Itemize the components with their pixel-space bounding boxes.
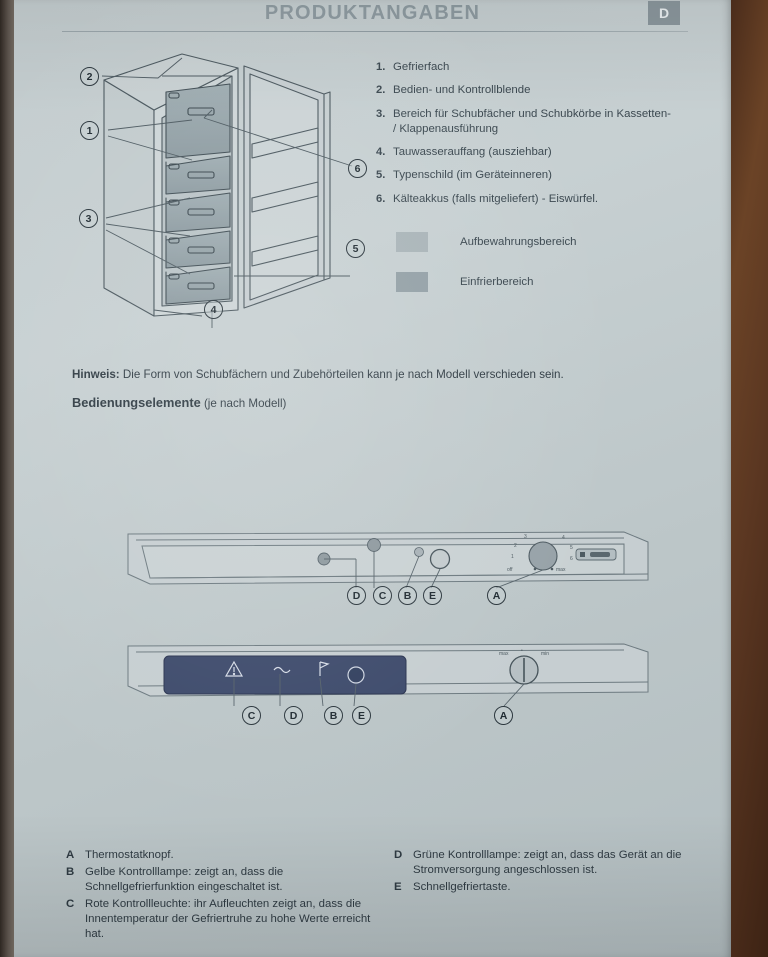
table-surface-right: [731, 0, 768, 957]
parts-list-number: 5.: [376, 169, 386, 182]
key-legend-item: C Rote Kontrollleuchte: ihr Aufleuchten …: [66, 897, 386, 942]
svg-text:3: 3: [524, 534, 527, 540]
svg-text:1: 1: [511, 554, 514, 560]
key-legend-item: B Gelbe Kontrolllampe: zeigt an, dass di…: [66, 865, 386, 895]
parts-list-text: Gefrierfach: [393, 61, 450, 73]
parts-list-number: 6.: [376, 192, 386, 205]
callout-5: 5: [346, 239, 365, 258]
freezing-zone-swatch: [396, 272, 428, 292]
key-description: Rote Kontrollleuchte: ihr Aufleuchten ze…: [85, 898, 371, 941]
key-legend-right: D Grüne Kontrolllampe: zeigt an, dass da…: [394, 848, 714, 897]
callout-3: 3: [79, 209, 98, 228]
svg-text:5: 5: [570, 545, 573, 551]
parts-list-item: 2. Bedien- und Kontrollblende: [376, 83, 676, 98]
parts-list-item: 1. Gefrierfach: [376, 60, 676, 75]
key-description: Schnellgefriertaste.: [413, 881, 511, 894]
panel-two-label-A: A: [494, 706, 513, 725]
hint-line: Hinweis: Die Form von Schubfächern und Z…: [72, 368, 564, 381]
key-legend-item: D Grüne Kontrolllampe: zeigt an, dass da…: [394, 848, 714, 878]
parts-list-item: 6. Kälteakkus (falls mitgeliefert) - Eis…: [376, 192, 676, 207]
callout-4: 4: [204, 300, 223, 319]
svg-text:2: 2: [514, 543, 517, 549]
parts-list-number: 3.: [376, 107, 386, 120]
key-legend-left: A Thermostatknopf. B Gelbe Kontrolllampe…: [66, 848, 386, 944]
key-letter: A: [66, 849, 75, 861]
parts-list-number: 2.: [376, 84, 386, 97]
zone-legend: Aufbewahrungsbereich Einfrierbereich: [396, 232, 577, 312]
parts-list-text: Tauwasserauffang (ausziehbar): [393, 146, 552, 159]
callout-1: 1: [80, 121, 99, 140]
key-description: Gelbe Kontrolllampe: zeigt an, dass die …: [85, 866, 284, 894]
parts-list-item: 5. Typenschild (im Geräteinneren): [376, 168, 676, 183]
parts-list: 1. Gefrierfach 2. Bedien- und Kontrollbl…: [376, 60, 676, 215]
svg-text:off: off: [507, 567, 513, 573]
parts-list-text: Typenschild (im Geräteinneren): [393, 169, 552, 182]
storage-zone-swatch: [396, 232, 428, 252]
callout-2: 2: [80, 67, 99, 86]
svg-text:•: •: [521, 648, 523, 654]
parts-list-text: Kälteakkus (falls mitgeliefert) - Eiswür…: [393, 192, 599, 205]
svg-text:max: max: [556, 567, 566, 573]
freezing-zone-label: Einfrierbereich: [460, 276, 534, 288]
language-badge: D: [648, 1, 680, 25]
svg-text:6: 6: [570, 556, 573, 562]
controls-heading: Bedienungselemente (je nach Modell): [72, 395, 286, 410]
controls-suffix: (je nach Modell): [200, 397, 287, 410]
key-letter: E: [394, 881, 402, 894]
parts-list-item: 4. Tauwasserauffang (ausziehbar): [376, 145, 676, 160]
parts-list-text: Bedien- und Kontrollblende: [393, 84, 531, 97]
key-letter: D: [394, 849, 403, 861]
key-letter: B: [66, 866, 75, 879]
parts-list-number: 1.: [376, 61, 386, 73]
hint-prefix: Hinweis:: [72, 368, 120, 381]
key-description: Grüne Kontrolllampe: zeigt an, dass das …: [413, 849, 682, 877]
parts-list-text: Bereich für Schubfächer und Schubkörbe i…: [393, 107, 671, 135]
panel-one-label-C: C: [373, 586, 392, 605]
svg-text:max: max: [499, 651, 509, 657]
panel-two-label-D: D: [284, 706, 303, 725]
page-title: PRODUKTANGABEN: [264, 2, 481, 24]
panel-one-label-E: E: [423, 586, 442, 605]
callout-6: 6: [348, 159, 367, 178]
key-legend-item: E Schnellgefriertaste.: [394, 880, 714, 895]
key-legend-item: A Thermostatknopf.: [66, 848, 386, 863]
controls-title: Bedienungselemente: [72, 395, 201, 410]
svg-text:min: min: [541, 651, 549, 657]
panel-two-label-B: B: [324, 706, 343, 725]
panel-two-label-E: E: [352, 706, 371, 725]
panel-one-label-A: A: [487, 586, 506, 605]
svg-text:4: 4: [562, 535, 565, 541]
header-divider: [62, 31, 688, 32]
key-letter: C: [66, 898, 75, 911]
zone-legend-item: Aufbewahrungsbereich: [396, 232, 577, 252]
panel-two-label-C: C: [242, 706, 261, 725]
hint-text: Die Form von Schubfächern und Zubehörtei…: [119, 368, 564, 381]
key-description: Thermostatknopf.: [85, 849, 174, 861]
panel-one-label-D: D: [347, 586, 366, 605]
freezer-diagram: 2 1 3 4 5 6: [62, 48, 372, 333]
parts-list-number: 4.: [376, 146, 386, 159]
control-panel-two: max • min C D B E A: [124, 640, 654, 730]
zone-legend-item: Einfrierbereich: [396, 272, 577, 292]
table-surface-left: [0, 0, 14, 957]
panel-one-label-B: B: [398, 586, 417, 605]
manual-page: PRODUKTANGABEN D: [14, 0, 731, 957]
parts-list-item: 3. Bereich für Schubfächer und Schubkörb…: [376, 107, 676, 138]
storage-zone-label: Aufbewahrungsbereich: [460, 236, 577, 248]
